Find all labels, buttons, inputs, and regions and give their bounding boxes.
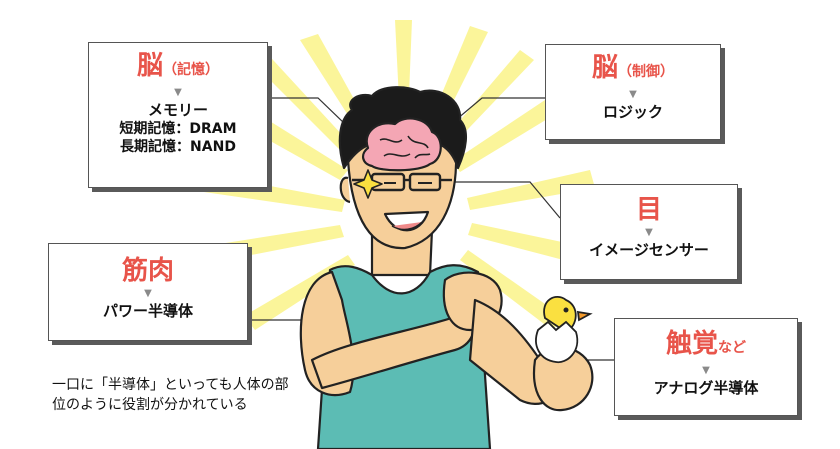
box-title: 触覚など	[665, 329, 746, 359]
egg-shell	[535, 320, 579, 364]
down-arrow-icon: ▼	[174, 87, 182, 98]
brain	[362, 117, 442, 172]
box-label: メモリー	[147, 101, 208, 119]
caption: 一口に「半導体」といっても人体の部位のように役割が分かれている	[52, 377, 289, 413]
box-touch: 触覚など ▼ アナログ半導体	[614, 318, 798, 416]
down-arrow-icon: ▼	[645, 227, 653, 238]
down-arrow-icon: ▼	[144, 288, 152, 299]
box-label: パワー半導体	[102, 302, 193, 320]
box-label: イメージセンサー	[589, 241, 709, 259]
down-arrow-icon: ▼	[629, 89, 637, 100]
sparkle-icon	[353, 169, 383, 199]
box-brain-control: 脳（制御） ▼ ロジック	[545, 44, 721, 140]
box-title: 脳（記憶）	[136, 51, 219, 81]
chick	[535, 296, 593, 364]
box-label: アナログ半導体	[653, 379, 759, 397]
box-title: 脳（制御）	[591, 53, 674, 83]
box-title: 目	[635, 195, 662, 225]
box-muscle: 筋肉 ▼ パワー半導体	[48, 243, 248, 341]
box-brain-memory: 脳（記憶） ▼ メモリー 短期記憶：DRAM 長期記憶：NAND	[88, 42, 268, 188]
down-arrow-icon: ▼	[702, 365, 710, 376]
box-title: 筋肉	[121, 256, 174, 286]
box-detail: 短期記憶：DRAM	[119, 121, 237, 137]
box-eye: 目 ▼ イメージセンサー	[560, 184, 738, 280]
character	[299, 86, 594, 449]
box-detail: 長期記憶：NAND	[120, 139, 236, 155]
box-label: ロジック	[602, 103, 663, 121]
